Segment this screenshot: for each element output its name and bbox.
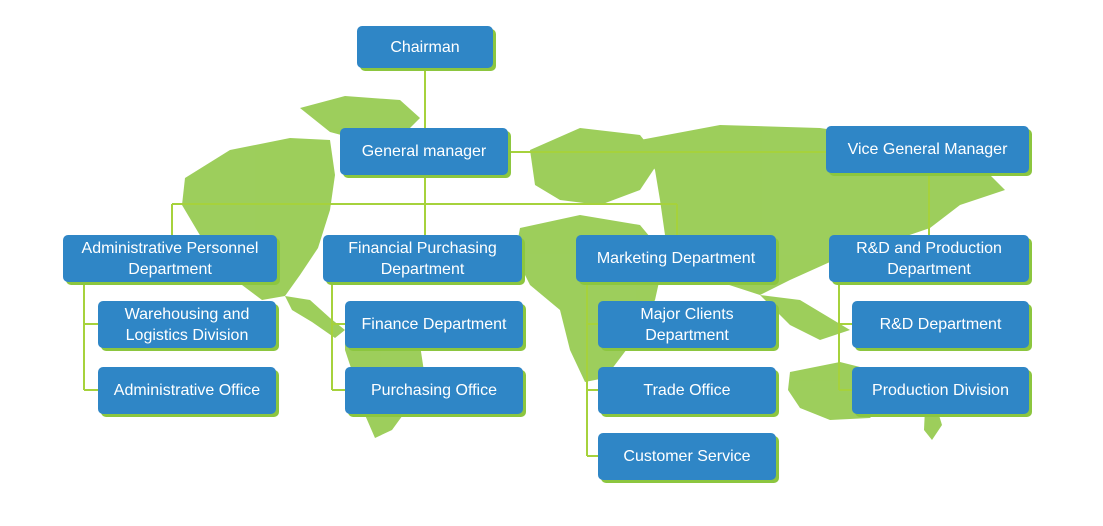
rd-production-dept-box: R&D and Production Department [829, 235, 1029, 282]
southeast-asia-shape [760, 295, 850, 340]
purchasing-office-box: Purchasing Office [345, 367, 523, 414]
rd-dept-box: R&D Department [852, 301, 1029, 348]
vice-general-manager-box: Vice General Manager [826, 126, 1029, 173]
customer-service-box: Customer Service [598, 433, 776, 480]
europe-shape [530, 128, 660, 205]
financial-purchasing-dept-box: Financial Purchasing Department [323, 235, 522, 282]
production-division-box: Production Division [852, 367, 1029, 414]
admin-personnel-dept-box: Administrative Personnel Department [63, 235, 277, 282]
central-america-shape [285, 296, 345, 338]
major-clients-dept-box: Major Clients Department [598, 301, 776, 348]
general-manager-box: General manager [340, 128, 508, 175]
marketing-dept-box: Marketing Department [576, 235, 776, 282]
finance-dept-box: Finance Department [345, 301, 523, 348]
warehousing-logistics-box: Warehousing and Logistics Division [98, 301, 276, 348]
administrative-office-box: Administrative Office [98, 367, 276, 414]
chairman-box: Chairman [357, 26, 493, 68]
trade-office-box: Trade Office [598, 367, 776, 414]
